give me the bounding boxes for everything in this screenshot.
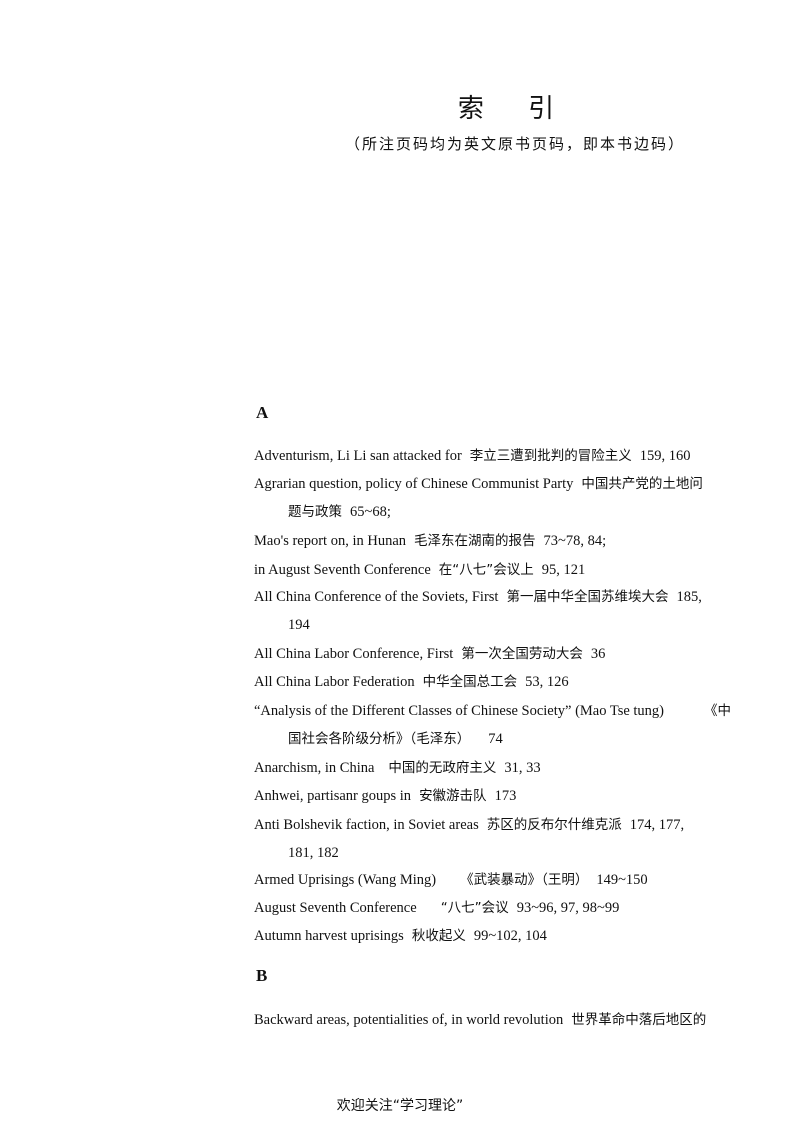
index-entry: All China Labor Conference, First 第一次全国劳动… <box>254 640 784 668</box>
entry-pages: 159, 160 <box>639 448 691 464</box>
entry-pages: 73~78, 84; <box>543 533 607 549</box>
page-footer: 欢迎关注“学习理论” <box>336 1098 464 1114</box>
index-entry-continuation: 国社会各阶级分析》（毛泽东） 74 <box>288 725 503 753</box>
entry-term: “Analysis of the Different Classes of Ch… <box>254 703 665 719</box>
index-entry-continuation: 194 <box>288 611 310 639</box>
entry-term: Anti Bolshevik faction, in Soviet areas <box>254 817 479 833</box>
index-entry: Anhwei, partisanr goups in 安徽游击队 173 <box>254 782 784 810</box>
entry-term: Anhwei, partisanr goups in <box>254 788 412 804</box>
entry-pages: 36 <box>590 646 606 662</box>
index-entry: Armed Uprisings (Wang Ming) 《武装暴动》（王明） 149… <box>254 866 784 894</box>
entry-term: Adventurism, Li Li san attacked for <box>254 448 462 464</box>
entry-term: Autumn harvest uprisings <box>254 928 404 944</box>
entry-translation: 中华全国总工会 <box>422 674 518 690</box>
index-entry: Anti Bolshevik faction, in Soviet areas 苏… <box>254 811 784 839</box>
entry-term: All China Labor Federation <box>254 674 415 690</box>
section-heading-b: B <box>256 966 268 985</box>
entry-translation: 毛泽东在湖南的报告 <box>414 533 536 549</box>
section-heading-a: A <box>256 403 269 422</box>
entry-translation-cont: 国社会各阶级分析》（毛泽东） <box>288 731 471 747</box>
entry-term: All China Conference of the Soviets, Fir… <box>254 589 499 605</box>
entry-pages: 95, 121 <box>541 562 586 578</box>
entry-pages: 65~68; <box>350 504 391 520</box>
entry-translation: 苏区的反布尔什维克派 <box>486 817 622 833</box>
index-entry-continuation: 题与政策 65~68; <box>288 498 391 526</box>
index-entry: August Seventh Conference “八七”会议 93~96, 97… <box>254 894 784 922</box>
entry-translation: 中国的无政府主义 <box>388 760 497 776</box>
entry-pages: 173 <box>494 788 517 804</box>
entry-pages: 31, 33 <box>504 760 541 776</box>
entry-pages: 149~150 <box>596 872 648 888</box>
entry-translation: 李立三遭到批判的冒险主义 <box>469 448 632 464</box>
entry-translation: 世界革命中落后地区的 <box>571 1012 707 1028</box>
entry-term: Armed Uprisings (Wang Ming) <box>254 872 437 888</box>
entry-translation: 中国共产党的土地问 <box>581 476 703 492</box>
page-title: 索 引 <box>457 94 573 124</box>
index-entry: in August Seventh Conference 在“八七”会议上 95, … <box>254 556 784 584</box>
index-entry: “Analysis of the Different Classes of Ch… <box>254 697 784 725</box>
entry-term: All China Labor Conference, First <box>254 646 454 662</box>
index-entry: Adventurism, Li Li san attacked for 李立三遭到… <box>254 442 784 470</box>
index-entry: Mao's report on, in Hunan 毛泽东在湖南的报告 73~78,… <box>254 527 784 555</box>
entry-pages: 93~96, 97, 98~99 <box>516 900 620 916</box>
entry-pages: 74 <box>488 731 503 747</box>
entry-translation: 秋收起义 <box>411 928 466 944</box>
entry-pages: 53, 126 <box>525 674 569 690</box>
entry-pages: 185, <box>676 589 702 605</box>
entry-pages-cont: 194 <box>288 617 310 633</box>
index-entry: Autumn harvest uprisings 秋收起义 99~102, 104 <box>254 922 784 950</box>
entry-translation: 在“八七”会议上 <box>438 562 534 578</box>
entry-translation: “八七”会议 <box>440 900 509 916</box>
index-entry: All China Conference of the Soviets, Fir… <box>254 583 784 611</box>
index-entry: All China Labor Federation 中华全国总工会 53, 126 <box>254 668 784 696</box>
entry-term: Backward areas, potentialities of, in wo… <box>254 1012 564 1028</box>
entry-term: in August Seventh Conference <box>254 562 431 578</box>
entry-translation-cont: 题与政策 <box>288 504 342 520</box>
entry-pages: 99~102, 104 <box>473 928 547 944</box>
entry-translation: 第一次全国劳动大会 <box>461 646 583 662</box>
entry-term: Agrarian question, policy of Chinese Com… <box>254 476 574 492</box>
entry-term: Anarchism, in China <box>254 760 375 776</box>
entry-pages: 174, 177, <box>629 817 685 833</box>
entry-pages-cont: 181, 182 <box>288 845 339 861</box>
entry-translation: 第一届中华全国苏维埃大会 <box>506 589 669 605</box>
entry-term: Mao's report on, in Hunan <box>254 533 407 549</box>
page-subtitle: （所注页码均为英文原书页码，即本书边码） <box>344 135 685 153</box>
entry-translation: 《武装暴动》（王明） <box>460 872 589 888</box>
index-entry: Backward areas, potentialities of, in wo… <box>254 1006 784 1034</box>
index-entry: Agrarian question, policy of Chinese Com… <box>254 470 784 498</box>
index-entry: Anarchism, in China 中国的无政府主义 31, 33 <box>254 754 784 782</box>
index-entry-continuation: 181, 182 <box>288 839 339 867</box>
entry-translation: 《中 <box>704 703 732 719</box>
entry-translation: 安徽游击队 <box>419 788 487 804</box>
entry-term: August Seventh Conference <box>254 900 417 916</box>
